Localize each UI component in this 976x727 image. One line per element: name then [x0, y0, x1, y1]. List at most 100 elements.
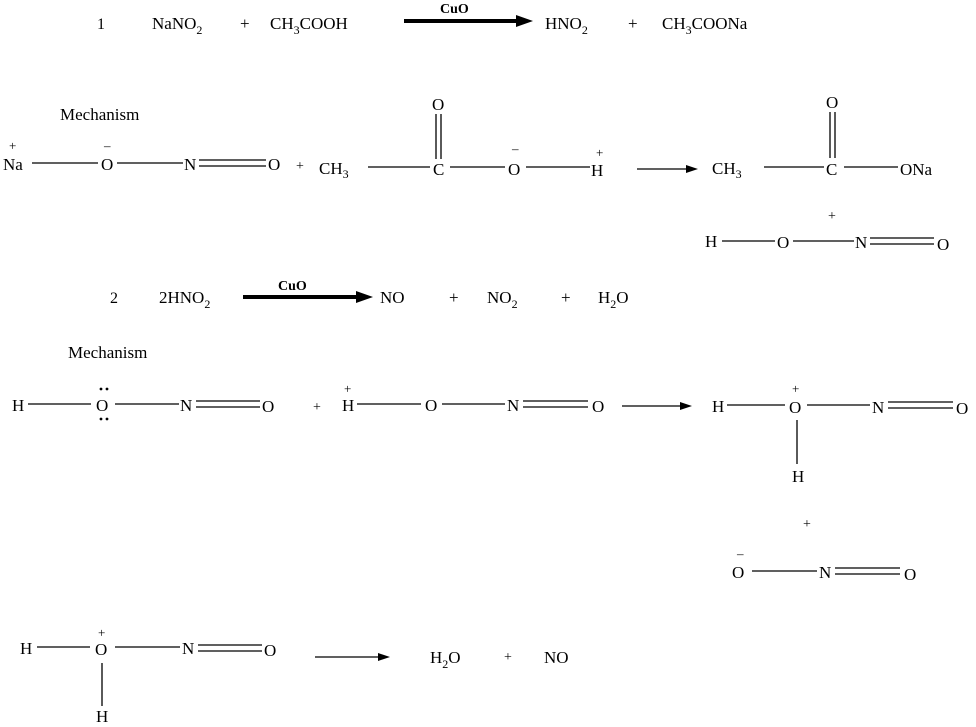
atom-n: N	[184, 155, 196, 174]
atom-o: O	[101, 155, 113, 174]
atom-o: O	[95, 640, 107, 659]
atom-n: N	[182, 639, 194, 658]
formula-product-3: H2O	[598, 288, 629, 311]
reaction-arrow-thick	[404, 15, 533, 27]
atom-o: O	[508, 160, 520, 179]
atom-h: H	[591, 161, 603, 180]
double-bond	[523, 400, 588, 408]
atom-h: H	[342, 396, 354, 415]
double-bond	[829, 112, 836, 158]
formula-part: CH	[712, 159, 736, 178]
plus-sign: +	[449, 288, 459, 307]
atom-h: H	[96, 707, 108, 726]
plus-sign: +	[296, 159, 304, 174]
formula-subscript: 3	[294, 23, 300, 37]
atom-h: H	[20, 639, 32, 658]
atom-n: N	[819, 563, 831, 582]
atom-o-carbonyl: O	[432, 95, 444, 114]
atom-n: N	[872, 398, 884, 417]
formula-part: CH	[319, 159, 343, 178]
atom-n: N	[180, 396, 192, 415]
formula-part: COOH	[300, 14, 348, 33]
formula-part: HNO	[545, 14, 582, 33]
lone-pair-dots	[99, 387, 109, 421]
atom-o: O	[262, 397, 274, 416]
structure-product-1: CH3 O C ONa	[712, 93, 933, 181]
formula-step-2-product-2: NO	[544, 648, 569, 667]
formula-part: O	[616, 288, 628, 307]
plus-sign: +	[803, 517, 811, 532]
formula-reactant: 2HNO2	[159, 288, 210, 311]
charge-plus: +	[9, 138, 16, 153]
plus-sign: +	[561, 288, 571, 307]
atom-o: O	[956, 399, 968, 418]
plus-sign: +	[313, 400, 321, 415]
formula-subscript: 2	[512, 297, 518, 311]
charge-plus: +	[98, 625, 105, 640]
atom-h: H	[705, 232, 717, 251]
plus-sign: +	[828, 209, 836, 224]
formula-subscript: 3	[343, 167, 349, 181]
formula-subscript: 3	[686, 23, 692, 37]
reaction-arrow	[637, 165, 698, 173]
double-bond	[196, 400, 260, 408]
formula-reactant-2: CH3COOH	[270, 14, 348, 37]
atom-na: Na	[3, 155, 23, 174]
atom-n: N	[855, 233, 867, 252]
charge-plus: +	[344, 381, 351, 396]
atom-o: O	[777, 233, 789, 252]
formula-part: 2HNO	[159, 288, 204, 307]
mechanism-2: Mechanism H O N O + + H	[12, 343, 968, 726]
formula-part: CH	[270, 14, 294, 33]
atom-o: O	[264, 641, 276, 660]
formula-subscript: 2	[442, 657, 448, 671]
formula-product-1: HNO2	[545, 14, 588, 37]
reaction-arrow-thick	[243, 291, 373, 303]
catalyst-label: CuO	[440, 2, 469, 17]
formula-part: NaNO	[152, 14, 196, 33]
atom-o: O	[904, 565, 916, 584]
atom-o: O	[732, 563, 744, 582]
mechanism-heading: Mechanism	[68, 343, 147, 362]
atom-o: O	[592, 397, 604, 416]
reaction-arrow	[622, 402, 692, 410]
charge-minus: –	[736, 546, 744, 561]
atom-h: H	[12, 396, 24, 415]
formula-product-2: CH3COONa	[662, 14, 748, 37]
atom-c: C	[433, 160, 444, 179]
formula-part: H	[430, 648, 442, 667]
structure-product-2: – O N O	[732, 546, 916, 584]
structure-reactant-2: + H O N O	[342, 381, 604, 416]
double-bond	[198, 644, 262, 652]
formula-subscript: 3	[736, 167, 742, 181]
atom-c: C	[826, 160, 837, 179]
atom-o: O	[789, 398, 801, 417]
plus-sign: +	[628, 14, 638, 33]
mechanism-1: Mechanism + Na – O N O + CH3 O	[3, 93, 949, 254]
formula-subscript: 2	[610, 297, 616, 311]
reaction-2: 2 2HNO2 CuO NO + NO2 + H2O	[110, 279, 629, 311]
atom-o: O	[937, 235, 949, 254]
double-bond	[888, 401, 953, 409]
atom-o: O	[268, 155, 280, 174]
group-ch3: CH3	[712, 159, 742, 181]
reaction-arrow	[315, 653, 390, 661]
mechanism-heading: Mechanism	[60, 105, 139, 124]
charge-minus: –	[103, 138, 111, 153]
structure-product-2: H O N O	[705, 232, 949, 254]
atom-o: O	[425, 396, 437, 415]
structure-step-2-reactant: H + O N O H	[20, 625, 276, 726]
plus-sign: +	[240, 14, 250, 33]
structure-reactant-1: H O N O	[12, 387, 274, 421]
atom-h: H	[712, 397, 724, 416]
catalyst-label: CuO	[278, 279, 307, 294]
formula-subscript: 2	[582, 23, 588, 37]
atom-o-carbonyl: O	[826, 93, 838, 112]
charge-minus: –	[511, 141, 519, 156]
atom-o: O	[96, 396, 108, 415]
group-ch3: CH3	[319, 159, 349, 181]
formula-step-2-product-1: H2O	[430, 648, 461, 671]
formula-subscript: 2	[204, 297, 210, 311]
formula-product-2: NO2	[487, 288, 518, 311]
